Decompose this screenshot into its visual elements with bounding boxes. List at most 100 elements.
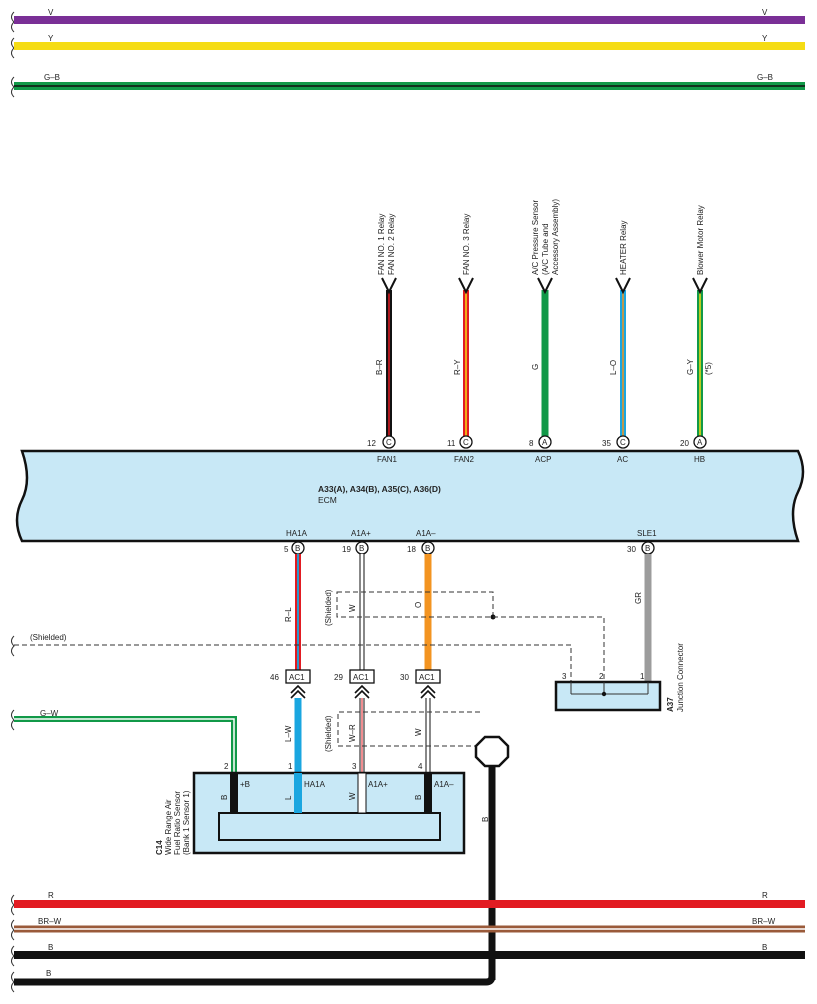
wire-color-label: BR–W (752, 917, 776, 926)
destination-label: FAN NO. 1 Relay (377, 214, 386, 275)
connector-label: AC1 (353, 673, 369, 682)
pin-number: 18 (407, 545, 416, 554)
wire-color-label: B (481, 817, 490, 822)
pin-number: 30 (400, 673, 409, 682)
ecm-top-pin: 35 C AC (602, 435, 630, 464)
ecm-top-pin: 11 C FAN2 (447, 435, 475, 464)
wire-color-label: R–Y (453, 359, 462, 375)
terminal-label: A1A– (434, 780, 454, 789)
terminal-label: FAN2 (454, 455, 475, 464)
wire-w: W (348, 554, 365, 670)
ecm-top-pin: 12 C FAN1 (367, 435, 398, 464)
wire-color-label: B (762, 943, 767, 952)
bottom-wire-r: R R (11, 891, 805, 916)
top-wire-g-b: G–B G–B (11, 73, 805, 98)
shield-box-lower: (Shielded) (324, 711, 480, 752)
wire-color-label: B (48, 943, 53, 952)
pin-number: 5 (284, 545, 289, 554)
wire-ac: HEATER Relay L–O (609, 220, 631, 440)
terminal-color-label: B (414, 795, 423, 800)
terminal-label: A1A– (416, 529, 436, 538)
connector-label: AC1 (419, 673, 435, 682)
terminal-label: FAN1 (377, 455, 398, 464)
destination-label: Blower Motor Relay (696, 205, 705, 275)
pin-number: 30 (627, 545, 636, 554)
wire-color-label: G–Y (686, 358, 695, 375)
pin-number: 2 (599, 672, 604, 681)
pin-number: 8 (529, 439, 534, 448)
destination-label: HEATER Relay (619, 220, 628, 275)
wire-color-label: L–W (284, 725, 293, 742)
destination-label: A/C Pressure Sensor (531, 200, 540, 275)
wire-fan1: FAN NO. 1 Relay FAN NO. 2 Relay B–R (375, 214, 397, 440)
ac1-connector: 29 AC1 (334, 669, 375, 699)
wire-color-label: BR–W (38, 917, 62, 926)
ecm-top-pin: 8 A ACP (529, 435, 552, 464)
terminal-label: A1A+ (368, 780, 388, 789)
pin-number: 29 (334, 673, 343, 682)
wire-color-label: R (762, 891, 768, 900)
wire-g-w: G–W (11, 709, 237, 776)
connector-letter: B (645, 544, 650, 553)
shielded-line-left: (Shielded) (11, 633, 572, 682)
pin-number: 11 (447, 439, 456, 448)
pin-number: 35 (602, 439, 611, 448)
terminal-color-label: W (348, 792, 357, 800)
wire-note: (*5) (704, 362, 713, 375)
shield-box-upper: (Shielded) (324, 589, 605, 682)
wire-color-label: W–R (348, 724, 357, 742)
wire-r-l: R–L (284, 554, 301, 670)
wire-color-label: V (48, 8, 54, 17)
ecm-box: A33(A), A34(B), A35(C), A36(D) ECM (15, 449, 805, 543)
wire-color-label: L–O (609, 360, 618, 375)
wire-color-label: G–B (757, 73, 773, 82)
connector-letter: C (620, 438, 626, 447)
pin-number: 20 (680, 439, 689, 448)
wire-color-label: G (531, 364, 540, 370)
wire-gr: GR (634, 554, 652, 682)
wire-color-label: W (348, 604, 357, 612)
pin-number: 19 (342, 545, 351, 554)
wire-color-label: W (414, 728, 423, 736)
wire-o: O (414, 554, 432, 670)
terminal-label: AC (617, 455, 628, 464)
shield-ground-octagon (474, 735, 510, 768)
connector-letter: A (697, 438, 703, 447)
terminal-label: HA1A (304, 780, 326, 789)
connector-letter: B (359, 544, 364, 553)
terminal-label: SLE1 (637, 529, 657, 538)
wire-color-label: Y (762, 34, 768, 43)
ground-wire-b: B B (11, 735, 510, 993)
pin-number: 2 (224, 762, 229, 771)
wire-hb: Blower Motor Relay G–Y (*5) (686, 205, 713, 440)
bottom-wire-br-w: BR–W BR–W (11, 917, 805, 941)
sensor-name: Wide Range Air (164, 799, 173, 855)
wire-color-label: B–R (375, 359, 384, 375)
connector-letter: C (386, 438, 392, 447)
wire-color-label: R (48, 891, 54, 900)
wire-color-label: GR (634, 592, 643, 604)
connector-letter: A (542, 438, 548, 447)
ecm-connector-ids: A33(A), A34(B), A35(C), A36(D) (318, 484, 441, 494)
pin-number: 3 (562, 672, 567, 681)
ac1-connector: 30 AC1 (400, 669, 441, 699)
ecm-bottom-pin: A1A+ 19 B (342, 529, 371, 555)
terminal-label: HA1A (286, 529, 308, 538)
junction-name: Junction Connector (676, 643, 685, 712)
terminal-color-label: B (220, 795, 229, 800)
connector-letter: B (425, 544, 430, 553)
pin-number: 1 (288, 762, 293, 771)
wire-color-label: G–W (40, 709, 59, 718)
wire-color-label: Y (48, 34, 54, 43)
terminal-label: +B (240, 780, 250, 789)
pin-number: 1 (640, 672, 645, 681)
destination-label: FAN NO. 3 Relay (462, 214, 471, 275)
shielded-label: (Shielded) (324, 715, 333, 752)
junction-id: A37 (666, 697, 675, 712)
sensor-name: Fuel Ratio Sensor (173, 791, 182, 855)
wire-color-label: R–L (284, 607, 293, 622)
top-wire-y: Y Y (11, 34, 805, 59)
ecm-bottom-pin: SLE1 30 B (627, 529, 657, 555)
connector-label: AC1 (289, 673, 305, 682)
